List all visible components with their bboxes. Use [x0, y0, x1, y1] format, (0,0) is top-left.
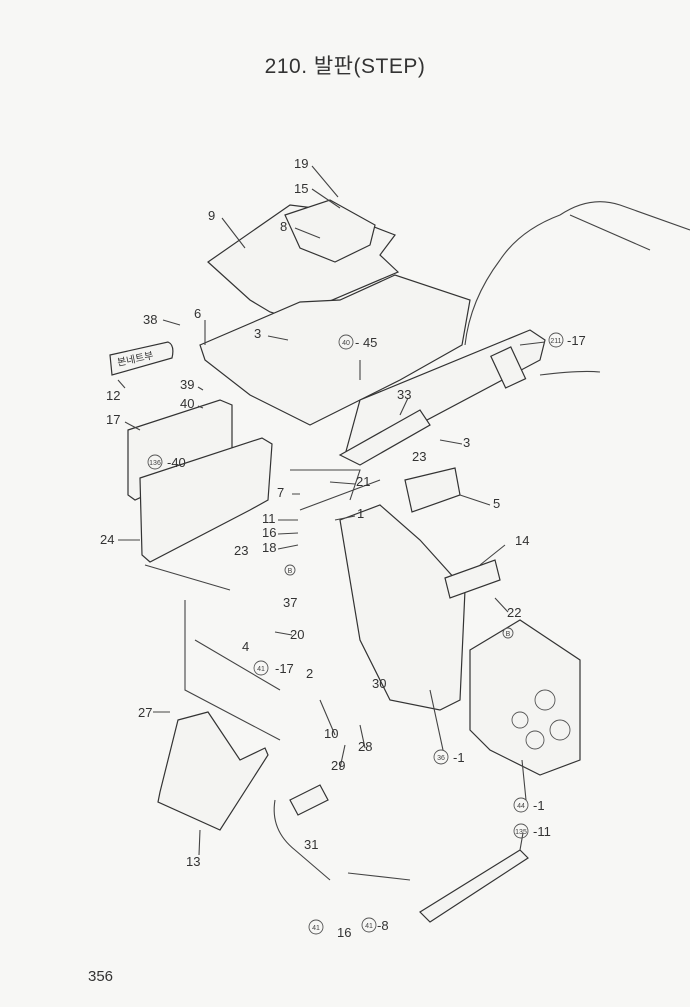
- callout-22: 22: [507, 605, 521, 620]
- callout-38: 38: [143, 312, 157, 327]
- group-ref-44-1: 44 -1: [513, 797, 545, 813]
- svg-text:40: 40: [342, 340, 350, 347]
- callout-21: 21: [356, 474, 370, 489]
- svg-text:-1: -1: [533, 798, 545, 813]
- page-title: 210. 발판(STEP): [264, 55, 426, 78]
- callout-4: 4: [242, 639, 249, 654]
- group-ref-135-11: 135 -11: [513, 823, 551, 839]
- callout-20: 20: [290, 627, 304, 642]
- svg-text:41: 41: [365, 923, 373, 930]
- plate-part-8: [284, 199, 376, 263]
- callout-11: 11: [262, 511, 276, 526]
- callout-31: 31: [304, 837, 318, 852]
- svg-text:-40: -40: [167, 455, 186, 470]
- callout-23: 23: [412, 449, 426, 464]
- group-ref-211-17: 211 -17: [548, 332, 586, 348]
- rail-part-135-11: [419, 849, 529, 923]
- callout-33: 33: [397, 387, 411, 402]
- callout-10: 10: [324, 726, 338, 741]
- callout-37: 37: [283, 595, 297, 610]
- callout-13: 13: [186, 854, 200, 869]
- group-ref-136-40: 136 -40: [147, 454, 186, 470]
- transmission-housing: [339, 504, 466, 711]
- svg-text:135: 135: [515, 829, 527, 836]
- group-ref-41-16: 41 16: [308, 919, 351, 940]
- callout-27: 27: [138, 705, 152, 720]
- callout-19: 19: [294, 156, 308, 171]
- bracket-part-14: [444, 559, 501, 599]
- group-ref-40-45: 40 - 45: [338, 334, 377, 350]
- mat-part-33: [338, 409, 431, 466]
- page-number: 356: [88, 968, 114, 985]
- svg-text:-1: -1: [453, 750, 465, 765]
- svg-text:16: 16: [337, 925, 351, 940]
- panel-vent: [490, 346, 527, 389]
- svg-text:-8: -8: [377, 918, 389, 933]
- callout-39: 39: [180, 377, 194, 392]
- callout-30: 30: [372, 676, 386, 691]
- callout-7: 7: [277, 485, 284, 500]
- callout-18: 18: [262, 540, 276, 555]
- svg-text:44: 44: [517, 803, 525, 810]
- callout-1: 1: [357, 506, 364, 521]
- step-plate-part-6: [199, 274, 471, 426]
- pedal-arm: [273, 799, 331, 881]
- callout-12: 12: [106, 388, 120, 403]
- callout-9: 9: [208, 208, 215, 223]
- callout-2: 2: [306, 666, 313, 681]
- svg-text:211: 211: [550, 338, 561, 345]
- frame-outline: [144, 469, 381, 741]
- callout-8: 8: [280, 219, 287, 234]
- group-ref-36-1: 36 -1: [433, 749, 465, 765]
- step-part-13: [157, 711, 269, 831]
- decal-part-12: [109, 341, 174, 376]
- ref-b-2: B: [506, 631, 511, 638]
- ref-b-1: B: [288, 568, 293, 575]
- callout-17: 17: [106, 412, 120, 427]
- leader-lines: [117, 165, 546, 856]
- callout-6: 6: [194, 306, 201, 321]
- svg-text:136: 136: [149, 460, 161, 467]
- callout-24: 24: [100, 532, 114, 547]
- svg-text:41: 41: [312, 925, 320, 932]
- group-ref-41-17: 41 -17: [253, 660, 294, 676]
- callout-14: 14: [515, 533, 529, 548]
- callout-28: 28: [358, 739, 372, 754]
- svg-text:41: 41: [257, 666, 265, 673]
- svg-text:-17: -17: [567, 333, 586, 348]
- svg-text:-11: -11: [533, 824, 551, 839]
- svg-text:- 45: - 45: [355, 335, 377, 350]
- group-ref-41-8: 41 -8: [361, 917, 389, 933]
- bracket-part-5: [404, 467, 461, 513]
- callout-3: 3: [254, 326, 261, 341]
- svg-text:-17: -17: [275, 661, 294, 676]
- gear-case-part-44-1: [469, 619, 581, 776]
- callout-5: 5: [493, 496, 500, 511]
- callout-23b: 23: [234, 543, 248, 558]
- callout-3b: 3: [463, 435, 470, 450]
- hood-outline: [464, 201, 690, 376]
- callout-40: 40: [180, 396, 194, 411]
- callout-16: 16: [262, 525, 276, 540]
- spring-part-41-8: [347, 872, 411, 881]
- callout-15: 15: [294, 181, 308, 196]
- side-cover-part-24: [139, 437, 273, 563]
- pedal-pad: [289, 784, 329, 816]
- callout-29: 29: [331, 758, 345, 773]
- svg-text:36: 36: [437, 755, 445, 762]
